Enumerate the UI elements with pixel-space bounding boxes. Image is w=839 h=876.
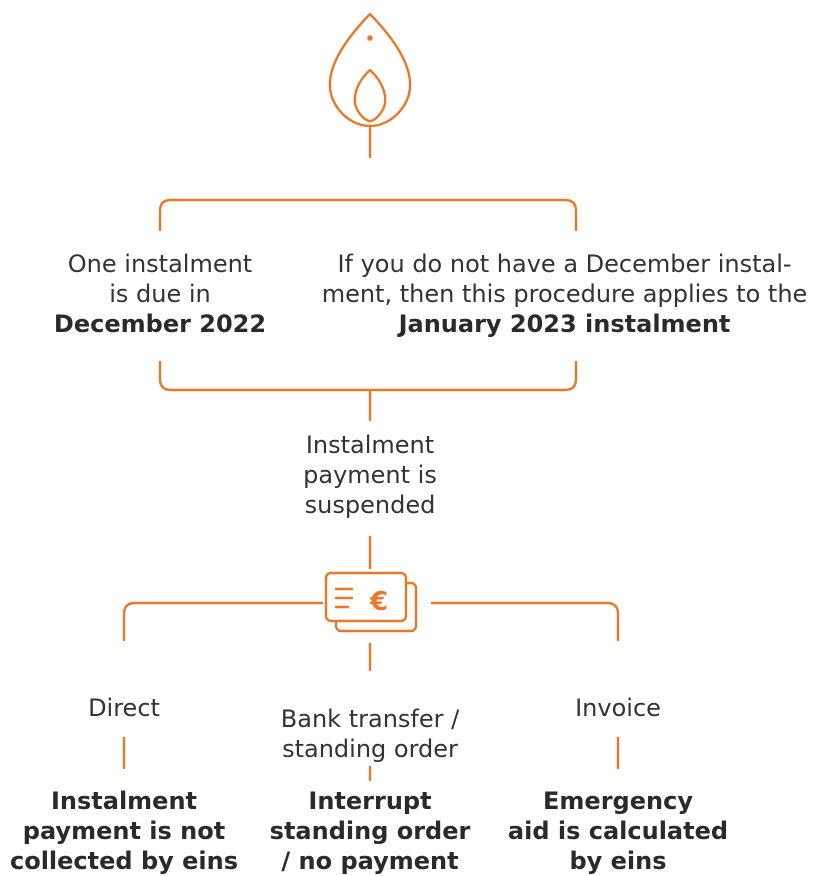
- method-transfer-line1: Bank transfer /: [280, 705, 460, 733]
- flame-icon: [328, 12, 412, 128]
- right-branch-line2: ment, then this procedure applies to the: [321, 280, 808, 308]
- left-branch-line1: One instalment: [67, 250, 253, 278]
- result-invoice-line3: by eins: [569, 847, 667, 875]
- right-branch-line1: If you do not have a December instal-: [337, 250, 792, 278]
- result-invoice-line1: Emergency: [543, 787, 693, 815]
- result-direct: Instalment payment is not collected by e…: [4, 786, 244, 876]
- merge-label: Instalment payment is suspended: [250, 430, 490, 520]
- right-branch-line3: January 2023 instalment: [398, 310, 731, 338]
- left-branch-label: One instalment is due in December 2022: [40, 249, 280, 339]
- branch-right: [430, 601, 620, 642]
- euro-symbol: €: [369, 587, 388, 617]
- merge-line1: Instalment: [305, 431, 435, 459]
- method-transfer-line2: standing order: [282, 735, 458, 763]
- method-direct-label: Direct: [44, 693, 204, 723]
- result-transfer-line1: Interrupt: [308, 787, 432, 815]
- result-transfer-line3: / no payment: [281, 847, 459, 875]
- method-direct-text: Direct: [88, 694, 160, 722]
- left-branch-line2: is due in: [109, 280, 211, 308]
- merge-line2: payment is: [303, 461, 437, 489]
- branch-left: [122, 601, 324, 642]
- result-transfer-line2: standing order: [269, 817, 471, 845]
- bracket-bottom: [158, 360, 578, 392]
- method-transfer-label: Bank transfer / standing order: [250, 704, 490, 764]
- right-branch-label: If you do not have a December instal- me…: [290, 249, 839, 339]
- result-invoice: Emergency aid is calculated by eins: [498, 786, 738, 876]
- result-direct-line2: payment is not: [22, 817, 226, 845]
- banknotes-euro-icon: [324, 571, 418, 633]
- result-direct-line3: collected by eins: [9, 847, 238, 875]
- method-invoice-label: Invoice: [538, 693, 698, 723]
- merge-line3: suspended: [304, 491, 436, 519]
- method-invoice-text: Invoice: [575, 694, 661, 722]
- result-invoice-line2: aid is calculated: [507, 817, 729, 845]
- left-branch-line3: December 2022: [53, 310, 267, 338]
- bracket-top: [158, 198, 578, 232]
- result-direct-line1: Instalment: [50, 787, 198, 815]
- result-transfer: Interrupt standing order / no payment: [250, 786, 490, 876]
